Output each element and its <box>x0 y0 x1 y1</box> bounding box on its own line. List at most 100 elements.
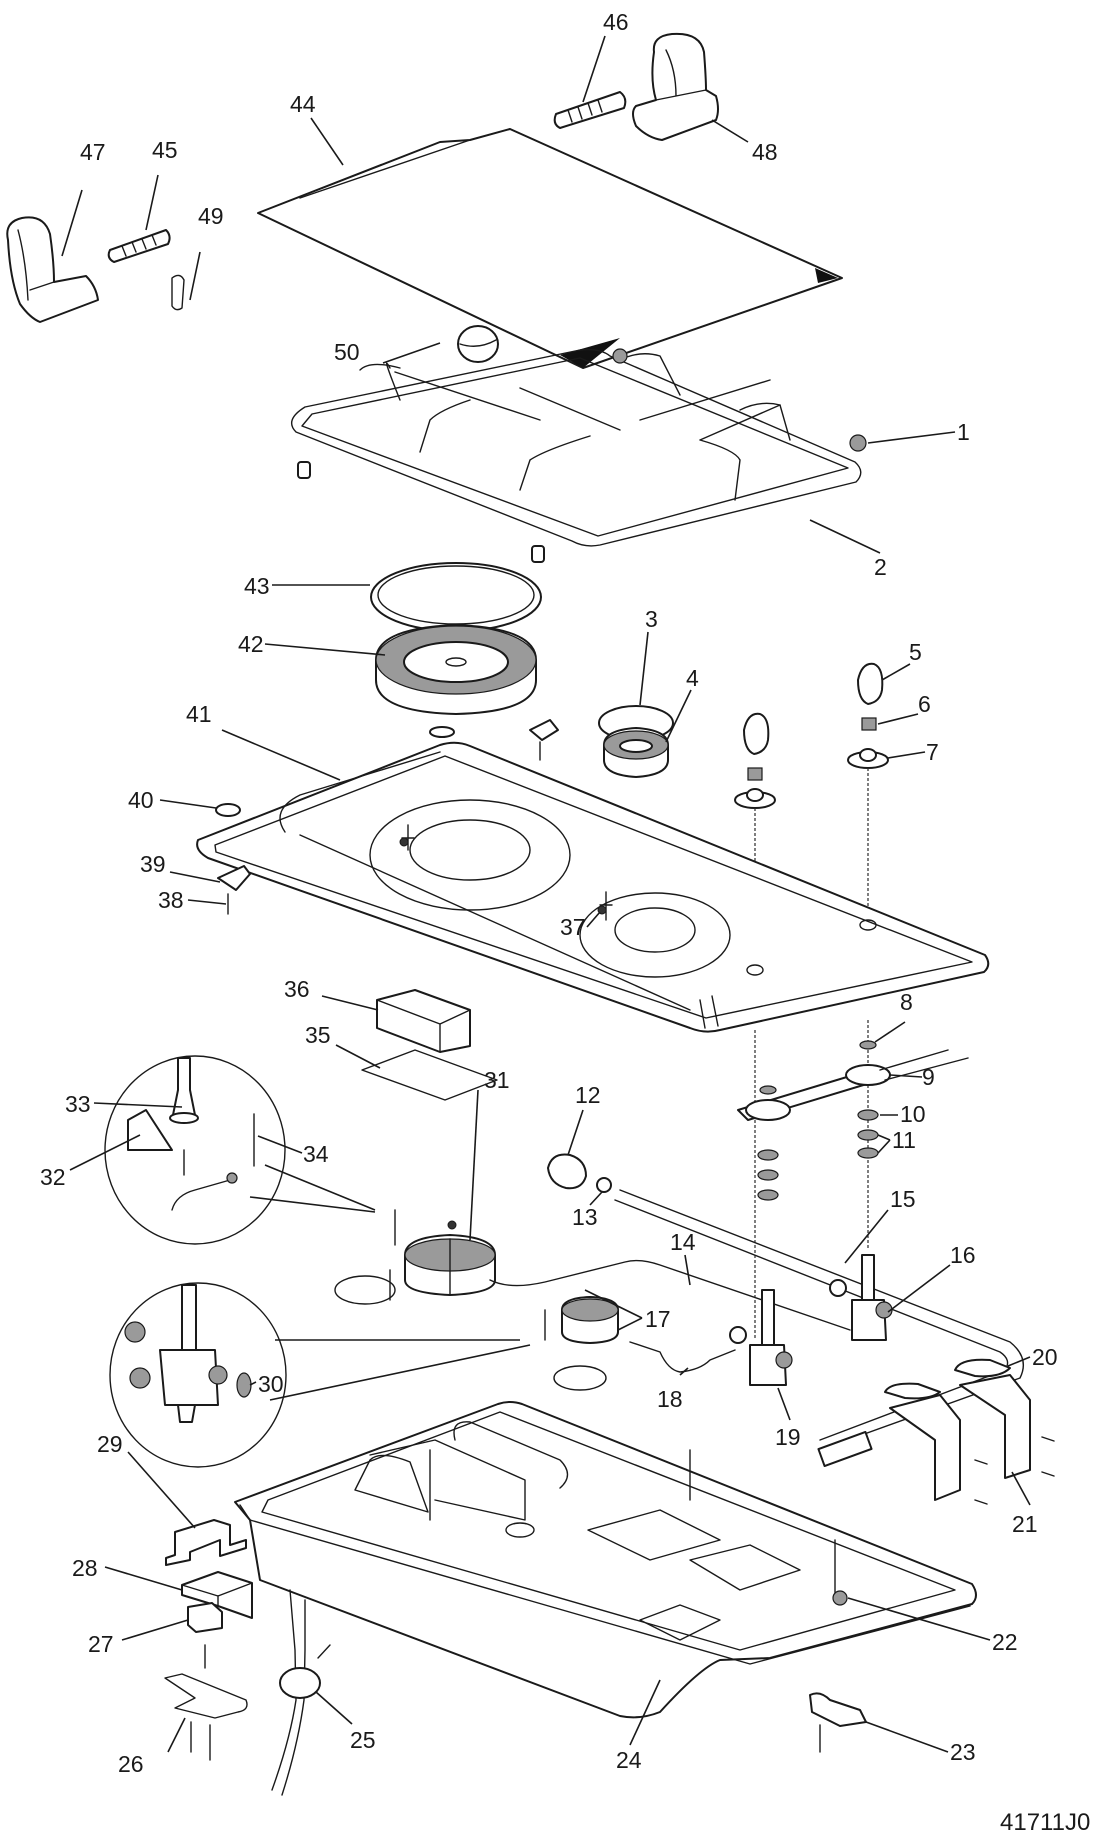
callout-47: 47 <box>80 139 106 165</box>
callout-9: 9 <box>922 1064 935 1090</box>
callout-30: 30 <box>258 1371 284 1397</box>
cable-clamp-part <box>271 1589 331 1796</box>
callout-27: 27 <box>88 1631 114 1657</box>
leader-8 <box>874 1021 906 1043</box>
leader-37 <box>586 911 601 928</box>
leader-19 <box>777 1387 791 1421</box>
callout-7: 7 <box>926 739 939 765</box>
clip-20-part <box>884 1358 1011 1400</box>
callout-3: 3 <box>645 606 658 632</box>
gas-pipe-18-part <box>629 1341 736 1373</box>
large-burner-crown-part <box>375 624 537 715</box>
hinge-right-part <box>632 32 719 141</box>
callout-17: 17 <box>645 1306 671 1332</box>
screw-49-part <box>171 274 185 311</box>
callout-12: 12 <box>575 1082 601 1108</box>
callout-31: 31 <box>484 1067 510 1093</box>
base-tray-part <box>234 1401 977 1719</box>
fixing-bracket-part <box>809 1692 867 1753</box>
callout-labels: 1 2 3 4 5 6 7 8 9 10 11 12 13 14 15 16 1… <box>40 9 1058 1777</box>
callout-36: 36 <box>284 976 310 1002</box>
callout-1: 1 <box>957 419 970 445</box>
tap-bracket-part <box>889 1374 1055 1505</box>
gas-pipe-14-part <box>489 1259 851 1331</box>
leader-13 <box>589 1191 603 1206</box>
callout-10: 10 <box>900 1101 926 1127</box>
leader-7 <box>887 751 926 759</box>
callout-48: 48 <box>752 139 778 165</box>
callout-49: 49 <box>198 203 224 229</box>
control-knob-part <box>743 662 884 755</box>
callout-25: 25 <box>350 1727 376 1753</box>
callout-28: 28 <box>72 1555 98 1581</box>
terminal-block-part <box>187 1602 223 1669</box>
callout-19: 19 <box>775 1424 801 1450</box>
clip-40-part <box>215 803 241 817</box>
leader-23 <box>865 1721 949 1753</box>
callout-20: 20 <box>1032 1344 1058 1370</box>
gas-tap-16-part <box>829 1254 893 1341</box>
leader-12 <box>567 1109 584 1156</box>
leader-17 <box>584 1289 643 1331</box>
callout-15: 15 <box>890 1186 916 1212</box>
leader-lines <box>61 35 1031 1753</box>
callout-21: 21 <box>1012 1511 1038 1537</box>
leader-14 <box>684 1254 691 1286</box>
callout-50: 50 <box>334 339 360 365</box>
drawing-code: 41711J0 <box>1000 1809 1090 1836</box>
leader-29 <box>127 1451 196 1529</box>
callout-13: 13 <box>572 1204 598 1230</box>
leader-45 <box>145 174 159 231</box>
leader-11 <box>877 1134 891 1154</box>
callout-26: 26 <box>118 1751 144 1777</box>
callout-16: 16 <box>950 1242 976 1268</box>
leader-26 <box>167 1717 186 1753</box>
callout-35: 35 <box>305 1022 331 1048</box>
insulation-pad-part <box>361 1049 498 1101</box>
leader-41 <box>221 729 341 781</box>
leader-46 <box>582 35 606 103</box>
leader-2 <box>809 519 881 554</box>
electrode-detail-view <box>104 1055 376 1245</box>
leader-15 <box>844 1209 889 1264</box>
callout-29: 29 <box>97 1431 123 1457</box>
callout-39: 39 <box>140 851 166 877</box>
callout-46: 46 <box>603 9 629 35</box>
washer-part <box>757 1040 879 1201</box>
small-burner-crown-part <box>603 727 669 778</box>
leader-9 <box>889 1074 923 1078</box>
leader-38 <box>187 899 227 905</box>
callout-44: 44 <box>290 91 316 117</box>
leader-25 <box>315 1691 353 1725</box>
gas-tap-detail-view <box>109 1282 531 1468</box>
leader-50 <box>382 342 441 364</box>
leader-31 <box>469 1089 479 1241</box>
callout-38: 38 <box>158 887 184 913</box>
callout-23: 23 <box>950 1739 976 1765</box>
callout-32: 32 <box>40 1164 66 1190</box>
leader-49 <box>189 251 201 301</box>
callout-42: 42 <box>238 631 264 657</box>
leader-1 <box>867 431 956 444</box>
callout-11: 11 <box>892 1127 916 1153</box>
hinge-pin-46-part <box>553 91 627 129</box>
pan-support-grate-part <box>290 348 862 547</box>
leader-4 <box>665 689 692 743</box>
leader-30 <box>249 1381 257 1386</box>
large-burner-body-part <box>334 1209 496 1305</box>
large-burner-cap-part <box>370 562 542 632</box>
spark-generator-part <box>376 989 471 1053</box>
cover-plate-part <box>164 1673 248 1761</box>
callout-2: 2 <box>874 554 887 580</box>
leader-32 <box>69 1134 141 1171</box>
assembly-axis-line <box>754 768 869 1340</box>
callout-41: 41 <box>186 701 212 727</box>
leader-35 <box>335 1044 381 1069</box>
leader-40 <box>159 799 217 809</box>
leader-44 <box>310 117 344 166</box>
gas-inlet-elbow-part <box>547 1153 612 1193</box>
leader-20 <box>1007 1356 1031 1367</box>
leader-18 <box>679 1367 689 1376</box>
callout-33: 33 <box>65 1091 91 1117</box>
